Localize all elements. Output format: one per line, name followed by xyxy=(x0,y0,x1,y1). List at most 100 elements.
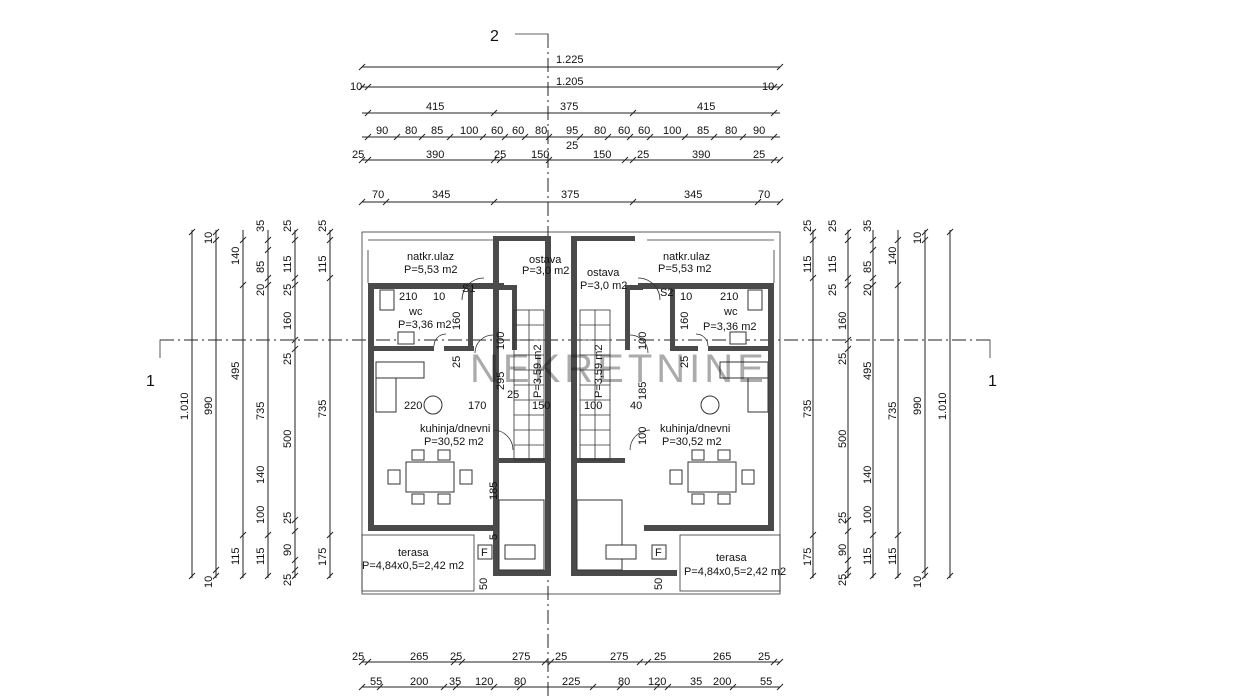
dimension-tick xyxy=(264,531,272,539)
section-axis-2: 2 xyxy=(490,28,549,699)
label-door-left-100: 100 xyxy=(495,332,507,350)
dimension-tick xyxy=(844,281,852,289)
dimension-tick xyxy=(264,246,272,254)
staircase-right xyxy=(579,309,611,461)
dim-bot-r2-4: 80 xyxy=(514,676,526,688)
dimension-tick xyxy=(291,345,299,353)
dimension-tick xyxy=(629,198,637,206)
label-door-right-100: 100 xyxy=(637,332,649,350)
dimension-tick xyxy=(776,683,784,691)
dim-bot-r1-5: 275 xyxy=(610,651,628,663)
dimension-tick xyxy=(458,658,466,666)
room-right-wc-name: wc xyxy=(723,306,738,318)
dim-right-4-1: 85 xyxy=(862,261,874,273)
dimension-tick xyxy=(239,281,247,289)
dim-top-r4-6: 80 xyxy=(535,125,547,137)
dim-bot-r2-0: 55 xyxy=(370,676,382,688)
dim-right-4-2: 20 xyxy=(862,284,874,296)
axis-label-1-left: 1 xyxy=(146,373,155,390)
label-terrace-50-right: 50 xyxy=(653,578,665,590)
dim-bot-r1-3: 275 xyxy=(512,651,530,663)
dim-top-r4-1: 80 xyxy=(405,125,417,137)
dimension-tick xyxy=(809,274,817,282)
dimension-tick xyxy=(921,236,929,244)
dim-top-r4-10: 60 xyxy=(638,125,650,137)
dimension-tick xyxy=(364,133,372,141)
dimension-tick xyxy=(770,133,778,141)
dim-right-6-3: 175 xyxy=(802,548,814,566)
label-stair-185: 185 xyxy=(637,382,649,400)
dim-bot-r1-2: 25 xyxy=(450,651,462,663)
dim-left-3-0: 140 xyxy=(230,247,242,265)
doors xyxy=(433,277,709,451)
dimension-tick xyxy=(326,274,334,282)
label-living-170: 170 xyxy=(468,400,486,412)
dimension-tick xyxy=(629,156,637,164)
dimension-tick xyxy=(358,63,366,71)
label-terrace-50-left: 50 xyxy=(478,578,490,590)
room-right-storage-area: P=3,0 m2 xyxy=(580,280,627,292)
label-stair-25: 25 xyxy=(507,389,519,401)
dimension-tick xyxy=(212,566,220,574)
dim-top-r5-7: 25 xyxy=(753,149,765,161)
dim-right-4-0: 35 xyxy=(862,220,874,232)
dim-left-4-1: 85 xyxy=(255,261,267,273)
dim-top-r3-1: 375 xyxy=(560,101,578,113)
label-stair-295: 295 xyxy=(495,372,507,390)
dim-left-3-2: 115 xyxy=(230,547,242,565)
dim-right-6-2: 735 xyxy=(802,400,814,418)
dimension-tick xyxy=(291,336,299,344)
dimension-tick xyxy=(770,658,778,666)
label-living-220: 220 xyxy=(404,400,422,412)
dimension-tick xyxy=(291,274,299,282)
dim-left-6-3: 175 xyxy=(317,548,329,566)
dim-bot-r2-10: 55 xyxy=(760,676,772,688)
dimension-tick xyxy=(291,236,299,244)
dim-top-r5-6: 390 xyxy=(692,149,710,161)
room-right-entry-area: P=5,53 m2 xyxy=(658,263,712,275)
dimension-tick xyxy=(844,274,852,282)
dim-right-5-1: 115 xyxy=(827,255,839,273)
dim-bot-r2-6: 80 xyxy=(618,676,630,688)
dim-top-r4-9: 60 xyxy=(618,125,630,137)
dim-top-r4-5: 60 xyxy=(512,125,524,137)
dim-right-5-8: 25 xyxy=(837,512,849,524)
dimension-tick xyxy=(382,198,390,206)
label-fridge-right: F xyxy=(655,547,662,559)
dimension-tick xyxy=(358,83,366,91)
dimension-tick xyxy=(809,572,817,580)
dim-top-total: 1.225 xyxy=(556,54,584,66)
dimension-tick xyxy=(239,236,247,244)
dimension-tick xyxy=(264,281,272,289)
dimension-tick xyxy=(490,198,498,206)
dimension-tick xyxy=(545,156,553,164)
dimension-tick xyxy=(264,236,272,244)
dimension-tick xyxy=(364,83,372,91)
dim-top-r6-0: 70 xyxy=(372,189,384,201)
dimension-tick xyxy=(291,527,299,535)
dimension-tick xyxy=(326,572,334,580)
dimension-tick xyxy=(291,281,299,289)
dimension-tick xyxy=(521,133,529,141)
dimension-tick xyxy=(869,281,877,289)
dimension-tick xyxy=(739,133,747,141)
dimension-tick xyxy=(446,133,454,141)
dimension-tick xyxy=(754,198,762,206)
dimension-tick xyxy=(358,198,366,206)
dimension-tick xyxy=(844,345,852,353)
dimension-tick xyxy=(418,133,426,141)
label-wc-door-left: 10 xyxy=(433,291,445,303)
bottom-dimensions: 25 265 25 275 25 275 25 265 25 55 200 35… xyxy=(352,651,784,691)
dimension-tick xyxy=(776,63,784,71)
dim-left-5-9: 90 xyxy=(282,544,294,556)
dimension-tick xyxy=(844,336,852,344)
dimension-tick xyxy=(291,228,299,236)
dim-left-2-0: 10 xyxy=(203,232,215,244)
dim-top-r5-5: 25 xyxy=(637,149,649,161)
dim-top-r5-4: 150 xyxy=(593,149,611,161)
dim-right-4-4: 115 xyxy=(862,547,874,565)
dimension-tick xyxy=(212,572,220,580)
dimension-tick xyxy=(452,683,460,691)
dim-right-5-7: 100 xyxy=(862,506,874,524)
dimension-tick xyxy=(844,236,852,244)
